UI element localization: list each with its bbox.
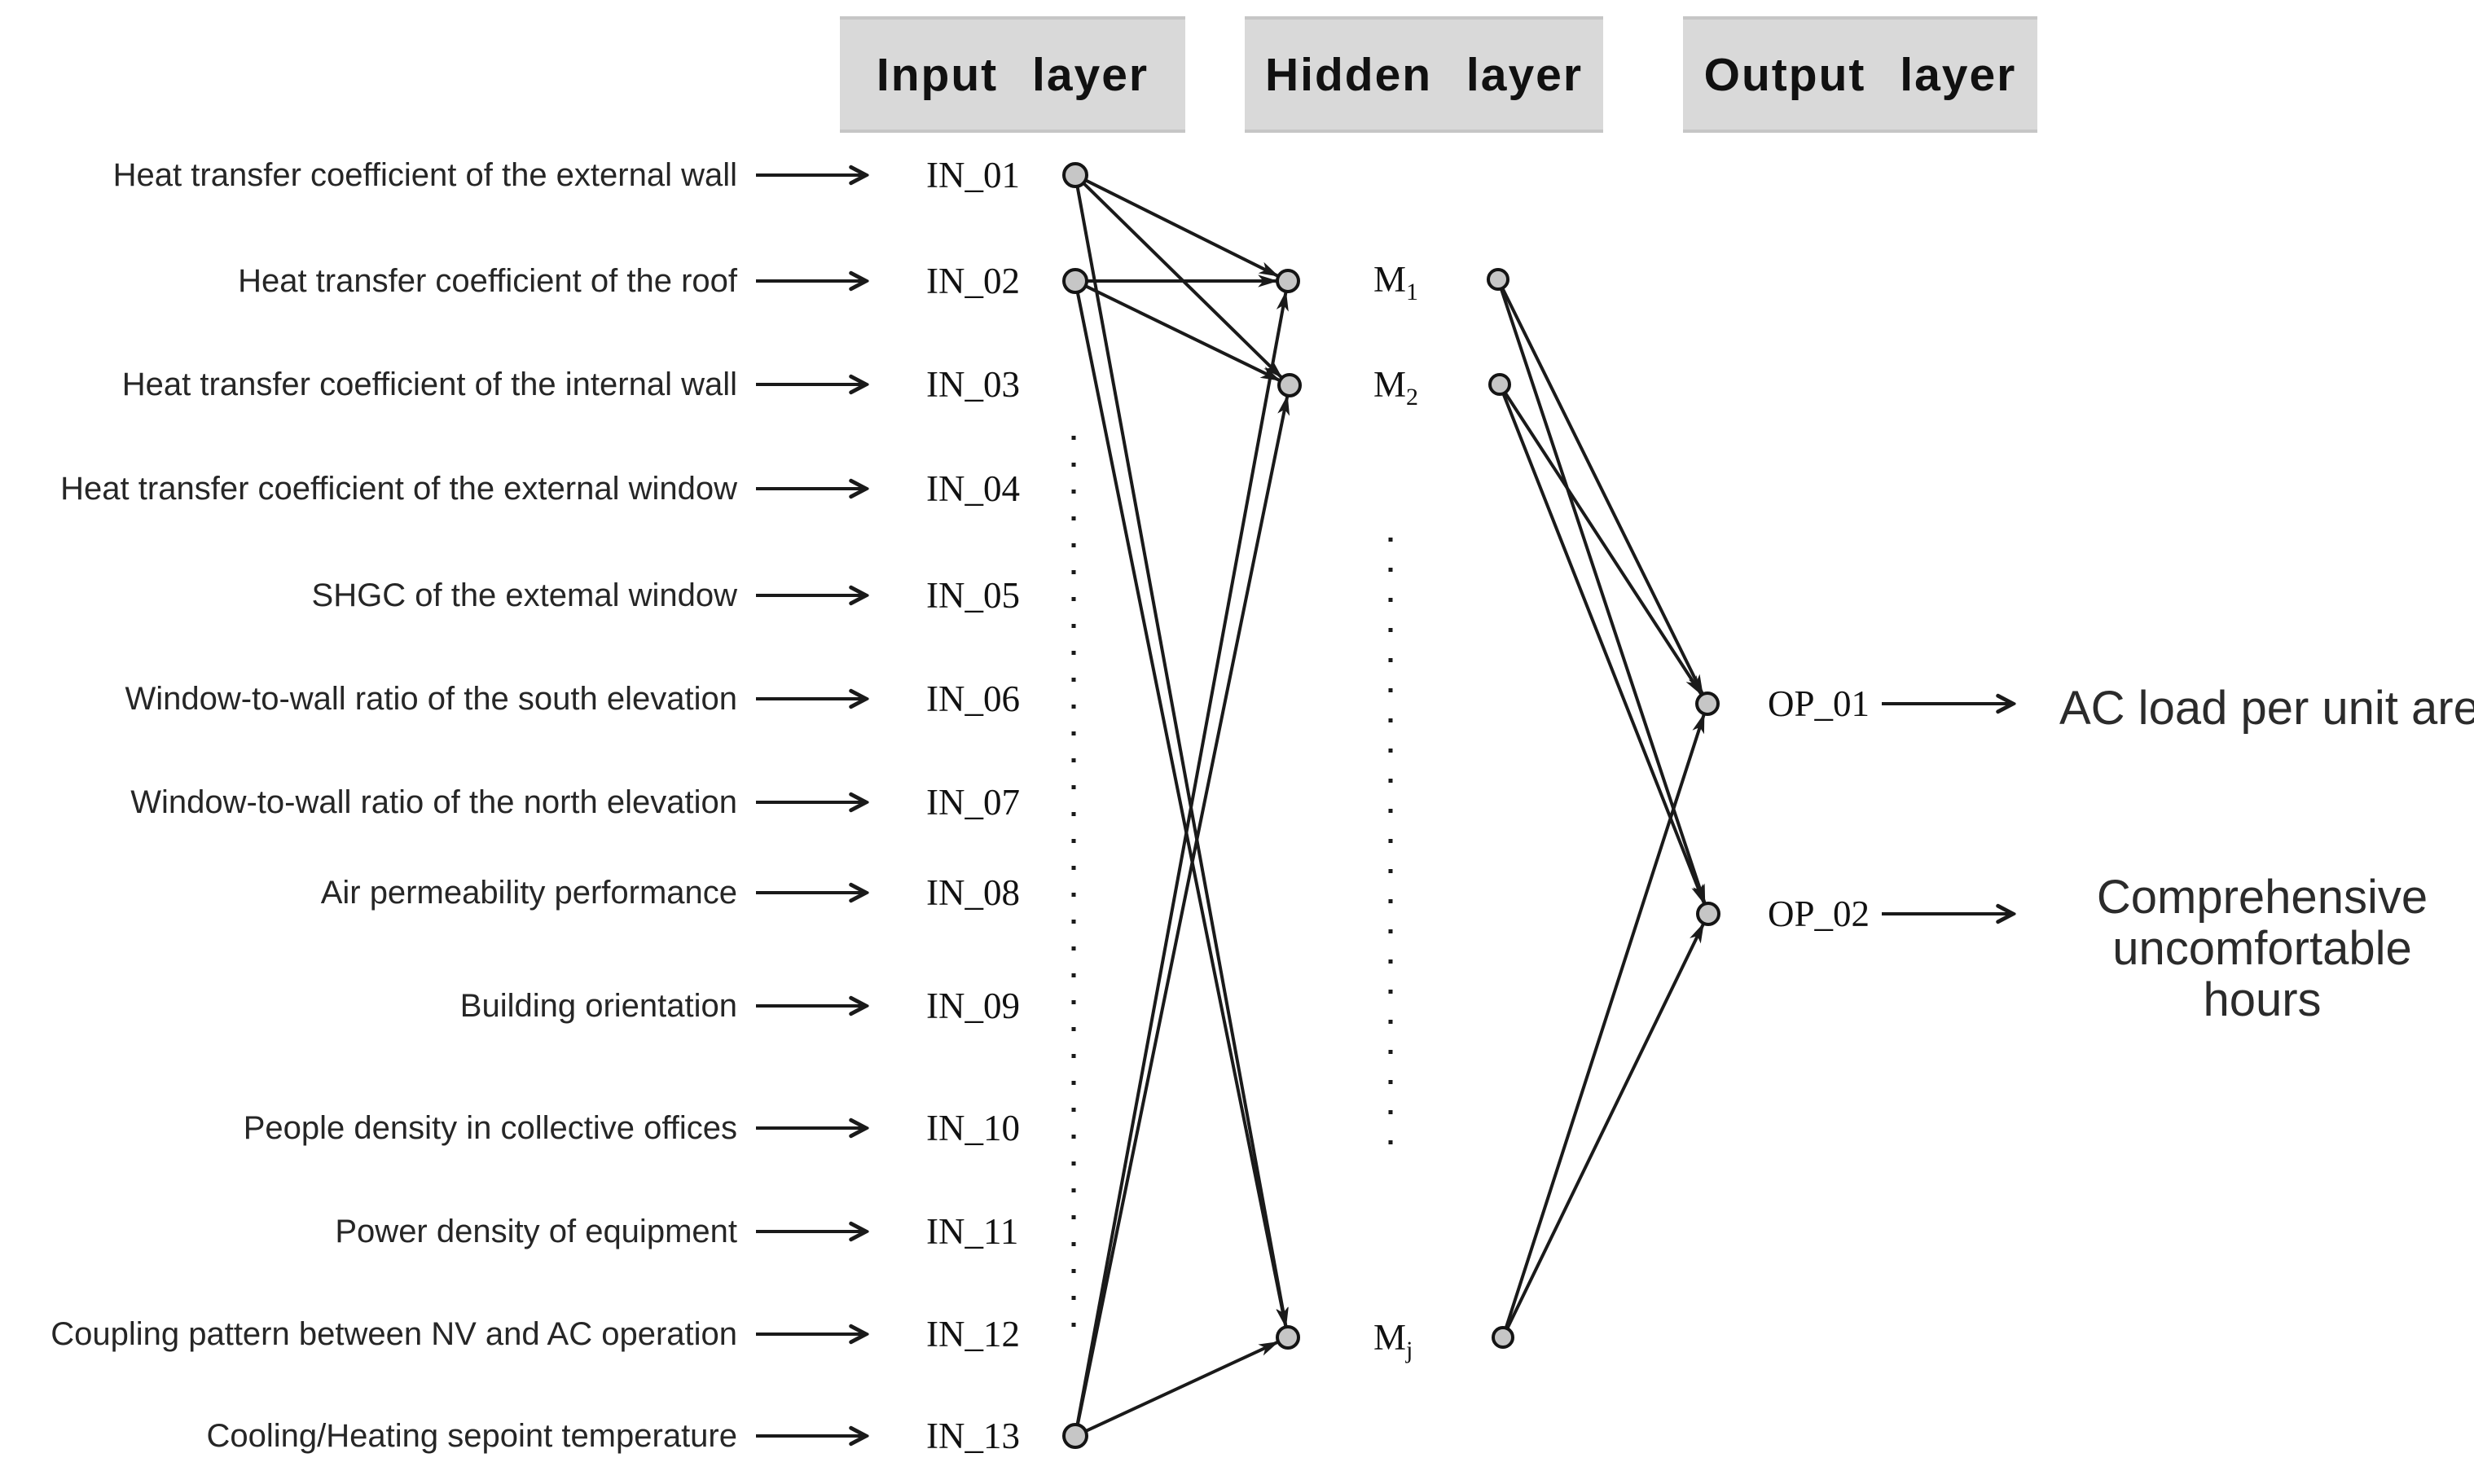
edge-M2R-OP1 [1504, 392, 1703, 696]
hidden-node-label-m1: M1 [1373, 255, 1419, 305]
input-description-02: Heat transfer coefficient of the roof [238, 263, 737, 299]
edge-MjR-OP2 [1505, 922, 1706, 1329]
input-node-label-12: IN_12 [926, 1314, 1020, 1354]
input-description-10: People density in collective offices [243, 1110, 737, 1146]
output-node-label-op02: OP_02 [1768, 893, 1870, 934]
input-description-11: Power density of equipment [335, 1214, 737, 1249]
hidden-node-m1-base: M [1373, 259, 1407, 300]
input-description-03: Heat transfer coefficient of the interna… [121, 367, 737, 402]
node-circle-OP1 [1695, 692, 1720, 716]
node-circle-M1R [1487, 268, 1509, 291]
input-node-label-03: IN_03 [926, 364, 1020, 405]
input-node-label-13: IN_13 [926, 1416, 1020, 1456]
input-description-07: Window-to-wall ratio of the north elevat… [130, 784, 737, 820]
node-circle-M2L [1277, 373, 1302, 397]
input-node-label-07: IN_07 [926, 782, 1020, 823]
node-circle-OP2 [1696, 902, 1720, 926]
input-description-04: Heat transfer coefficient of the externa… [60, 471, 737, 507]
output-result-line-1: Comprehensive [2096, 871, 2428, 924]
input-node-label-04: IN_04 [926, 468, 1020, 509]
hidden-node-m1-sub: 1 [1406, 279, 1419, 305]
input-node-label-09: IN_09 [926, 986, 1020, 1026]
output-result-uncomfortable-hours: Comprehensive uncomfortable hours [2063, 872, 2461, 1025]
input-description-12: Coupling pattern between NV and AC opera… [51, 1316, 737, 1352]
header-output-layer: Output layer [1683, 16, 2037, 133]
input-node-label-02: IN_02 [926, 261, 1020, 301]
edges [1075, 178, 1707, 1433]
edge-M1R-OP2 [1500, 288, 1707, 905]
input-node-label-05: IN_05 [926, 575, 1020, 616]
node-circle-MjR [1492, 1326, 1514, 1349]
input-description-13: Cooling/Heating sepoint temperature [206, 1418, 737, 1454]
output-result-ac-load: AC load per unit area [2059, 682, 2474, 735]
header-hidden-layer: Hidden layer [1245, 16, 1603, 133]
output-result-line-2: uncomfortable hours [2112, 922, 2412, 1026]
edge-M1R-OP1 [1501, 288, 1705, 696]
node-circle-M2R [1488, 373, 1511, 396]
node-circle-IN_13 [1062, 1423, 1088, 1449]
hidden-node-label-m2: M2 [1373, 360, 1419, 411]
edge-M2R-OP2 [1501, 393, 1707, 905]
hidden-node-m2-base: M [1373, 364, 1407, 405]
input-node-label-01: IN_01 [926, 155, 1020, 195]
edge-IN_02-M2L [1085, 284, 1281, 383]
node-circle-IN_02 [1062, 268, 1088, 294]
input-node-label-10: IN_10 [926, 1108, 1020, 1148]
input-description-09: Building orientation [459, 988, 737, 1024]
edge-IN_01-MjL [1075, 187, 1289, 1328]
hidden-node-m2-sub: 2 [1406, 384, 1419, 411]
hidden-node-mj-sub: j [1406, 1337, 1413, 1363]
input-description-08: Air permeability performance [320, 875, 737, 911]
header-input-layer: Input layer [840, 16, 1185, 133]
dotted-ellipsis-columns [1071, 436, 1393, 1342]
node-circle-MjL [1276, 1325, 1300, 1350]
node-circles [1062, 162, 1720, 1449]
input-node-label-11: IN_11 [926, 1211, 1019, 1252]
edge-IN_02-MjL [1075, 292, 1289, 1328]
input-description-06: Window-to-wall ratio of the south elevat… [125, 681, 737, 717]
input-description-01: Heat transfer coefficient of the externa… [112, 157, 737, 193]
edge-IN_01-M1L [1085, 178, 1280, 278]
hidden-node-mj-base: M [1373, 1317, 1407, 1358]
hidden-node-label-mj: Mj [1373, 1313, 1413, 1363]
edge-IN_13-M1L [1075, 290, 1289, 1425]
label-arrows [756, 175, 2012, 1436]
output-node-label-op01: OP_01 [1768, 683, 1870, 724]
input-node-label-06: IN_06 [926, 678, 1020, 719]
edge-IN_13-MjL [1085, 1340, 1280, 1433]
node-circle-M1L [1276, 269, 1300, 293]
input-description-05: SHGC of the extemal window [311, 577, 737, 613]
node-circle-IN_01 [1062, 162, 1088, 188]
edge-IN_13-M2L [1076, 394, 1290, 1425]
edge-MjR-OP1 [1505, 713, 1706, 1328]
input-node-label-08: IN_08 [926, 872, 1020, 913]
